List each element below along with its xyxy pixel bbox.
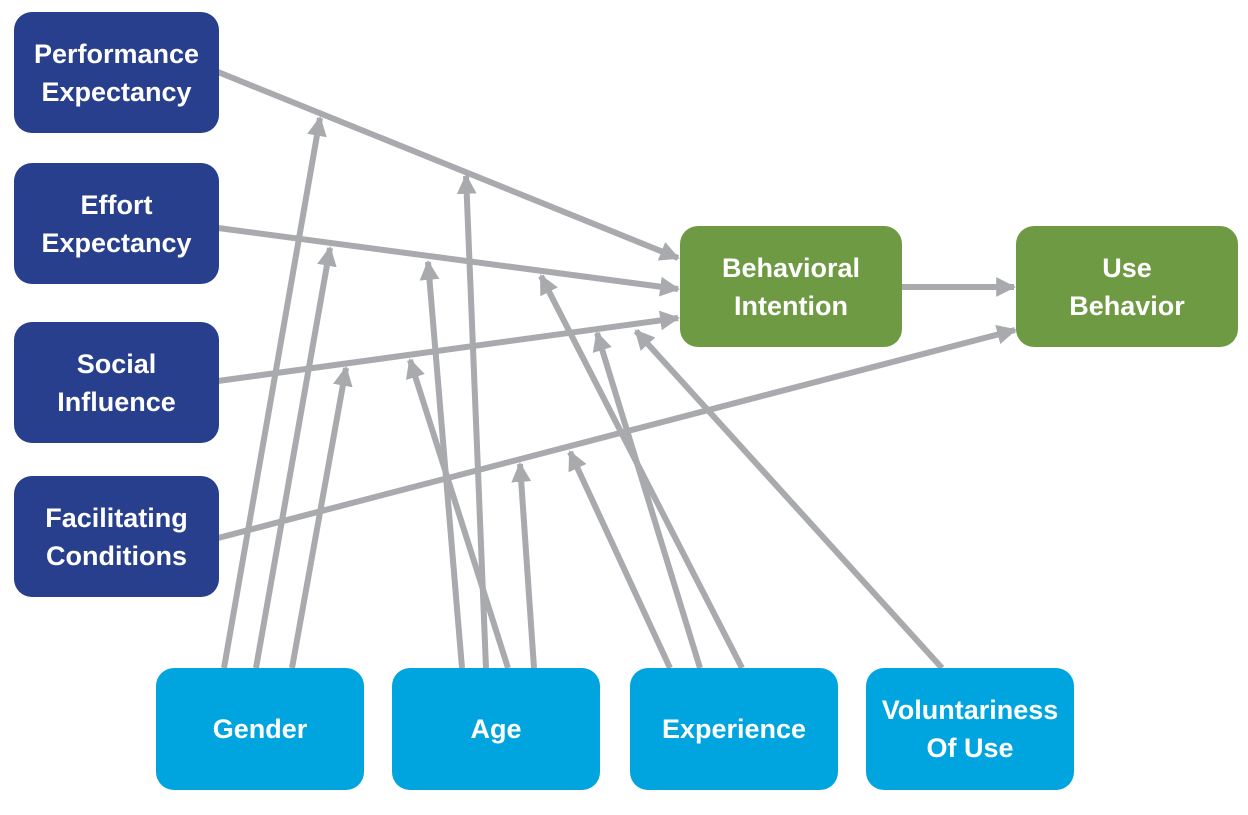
- arrow-experience-moderates-facilitating: [567, 450, 673, 670]
- age-box: Age: [392, 668, 600, 790]
- behavioral-intention-label-2: Intention: [734, 290, 848, 321]
- use-behavior-box: Use Behavior: [1016, 226, 1238, 347]
- facilitating-conditions-label-2: Conditions: [46, 540, 187, 571]
- experience-label: Experience: [661, 714, 807, 744]
- voluntariness-of-use-label-2: Of Use: [926, 733, 1014, 763]
- arrow-experience-moderates-social: [592, 331, 703, 669]
- social-influence-label-2: Influence: [57, 386, 176, 417]
- facilitating-conditions-box: Facilitating Conditions: [14, 476, 219, 597]
- behavioral-intention-label-1: Behavioral: [721, 252, 861, 283]
- performance-expectancy-label-2: Expectancy: [41, 76, 192, 107]
- gender-box: Gender: [156, 668, 364, 790]
- use-behavior-label-1: Use: [1102, 252, 1152, 283]
- arrow-age-moderates-social: [405, 358, 511, 669]
- arrow-gender-moderates-performance: [221, 116, 327, 669]
- gender-label: Gender: [212, 714, 308, 744]
- performance-expectancy-box: Performance Expectancy: [14, 12, 219, 133]
- facilitating-conditions-label-1: Facilitating: [45, 502, 188, 533]
- voluntariness-of-use-label-1: Voluntariness: [881, 695, 1059, 725]
- arrow-facilitating-to-use: [217, 324, 1017, 541]
- social-influence-box: Social Influence: [14, 322, 219, 443]
- voluntariness-of-use-box: Voluntariness Of Use: [866, 668, 1074, 790]
- arrow-performance-to-intention: [216, 69, 680, 261]
- use-behavior-label-2: Behavior: [1069, 290, 1185, 321]
- effort-expectancy-label-2: Expectancy: [41, 227, 192, 258]
- experience-box: Experience: [630, 668, 838, 790]
- behavioral-intention-box: Behavioral Intention: [680, 226, 902, 347]
- arrow-effort-to-intention: [217, 225, 680, 297]
- effort-expectancy-label-1: Effort: [80, 189, 153, 220]
- arrow-voluntariness-moderates-social: [633, 328, 945, 671]
- arrow-social-to-intention: [217, 310, 680, 384]
- effort-expectancy-box: Effort Expectancy: [14, 163, 219, 284]
- arrow-age-moderates-facilitating: [511, 462, 537, 669]
- performance-expectancy-label-1: Performance: [33, 38, 200, 69]
- arrow-gender-moderates-social: [289, 366, 353, 669]
- social-influence-label-1: Social: [76, 348, 157, 379]
- arrow-gender-moderates-effort: [253, 246, 337, 669]
- age-label: Age: [470, 714, 522, 744]
